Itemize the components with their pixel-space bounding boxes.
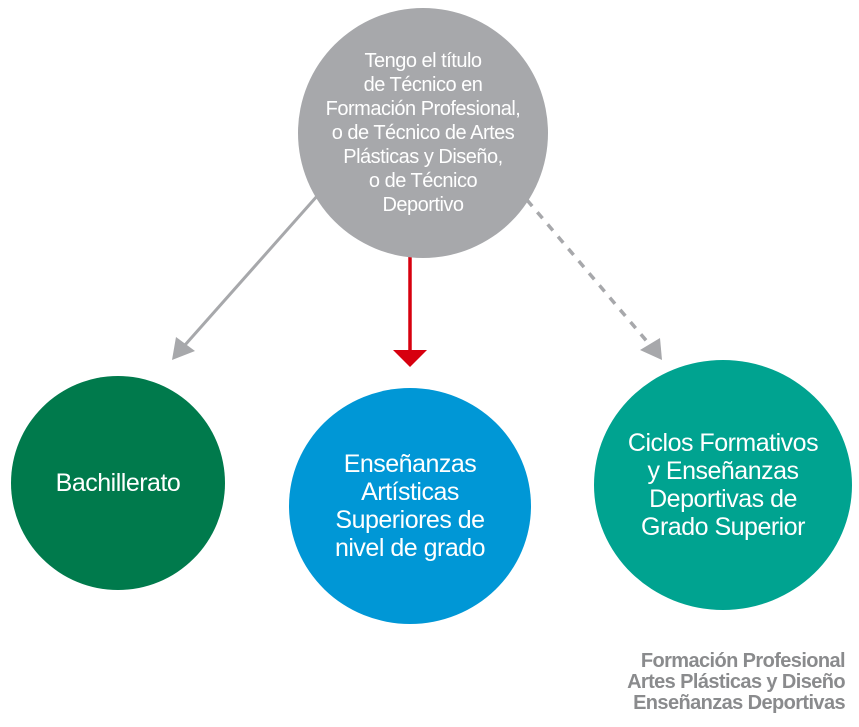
node-bachillerato: Bachillerato xyxy=(11,376,225,590)
arrow-to-ciclos-formativos xyxy=(525,198,662,360)
node-titulo-tecnico: Tengo el título de Técnico en Formación … xyxy=(298,8,548,258)
node-ciclos-formativos: Ciclos Formativos y Enseñanzas Deportiva… xyxy=(594,360,852,610)
legend-item: Formación Profesional xyxy=(640,650,846,672)
arrow-to-ensenanzas-artisticas xyxy=(393,256,427,367)
legend: Formación Profesional Artes Plásticas y … xyxy=(627,650,846,714)
node-ensenanzas-artisticas: Enseñanzas Artísticas Superiores de nive… xyxy=(289,388,531,624)
node-ciclos-formativos-label: Ciclos Formativos y Enseñanzas Deportiva… xyxy=(627,429,819,541)
legend-item: Artes Plásticas y Diseño xyxy=(627,671,846,693)
node-titulo-tecnico-label: Tengo el título de Técnico en Formación … xyxy=(325,50,521,216)
legend-item: Enseñanzas Deportivas xyxy=(633,692,846,714)
node-ensenanzas-artisticas-label: Enseñanzas Artísticas Superiores de nive… xyxy=(334,450,486,562)
node-bachillerato-label: Bachillerato xyxy=(55,468,181,497)
arrow-to-bachillerato xyxy=(172,194,320,360)
